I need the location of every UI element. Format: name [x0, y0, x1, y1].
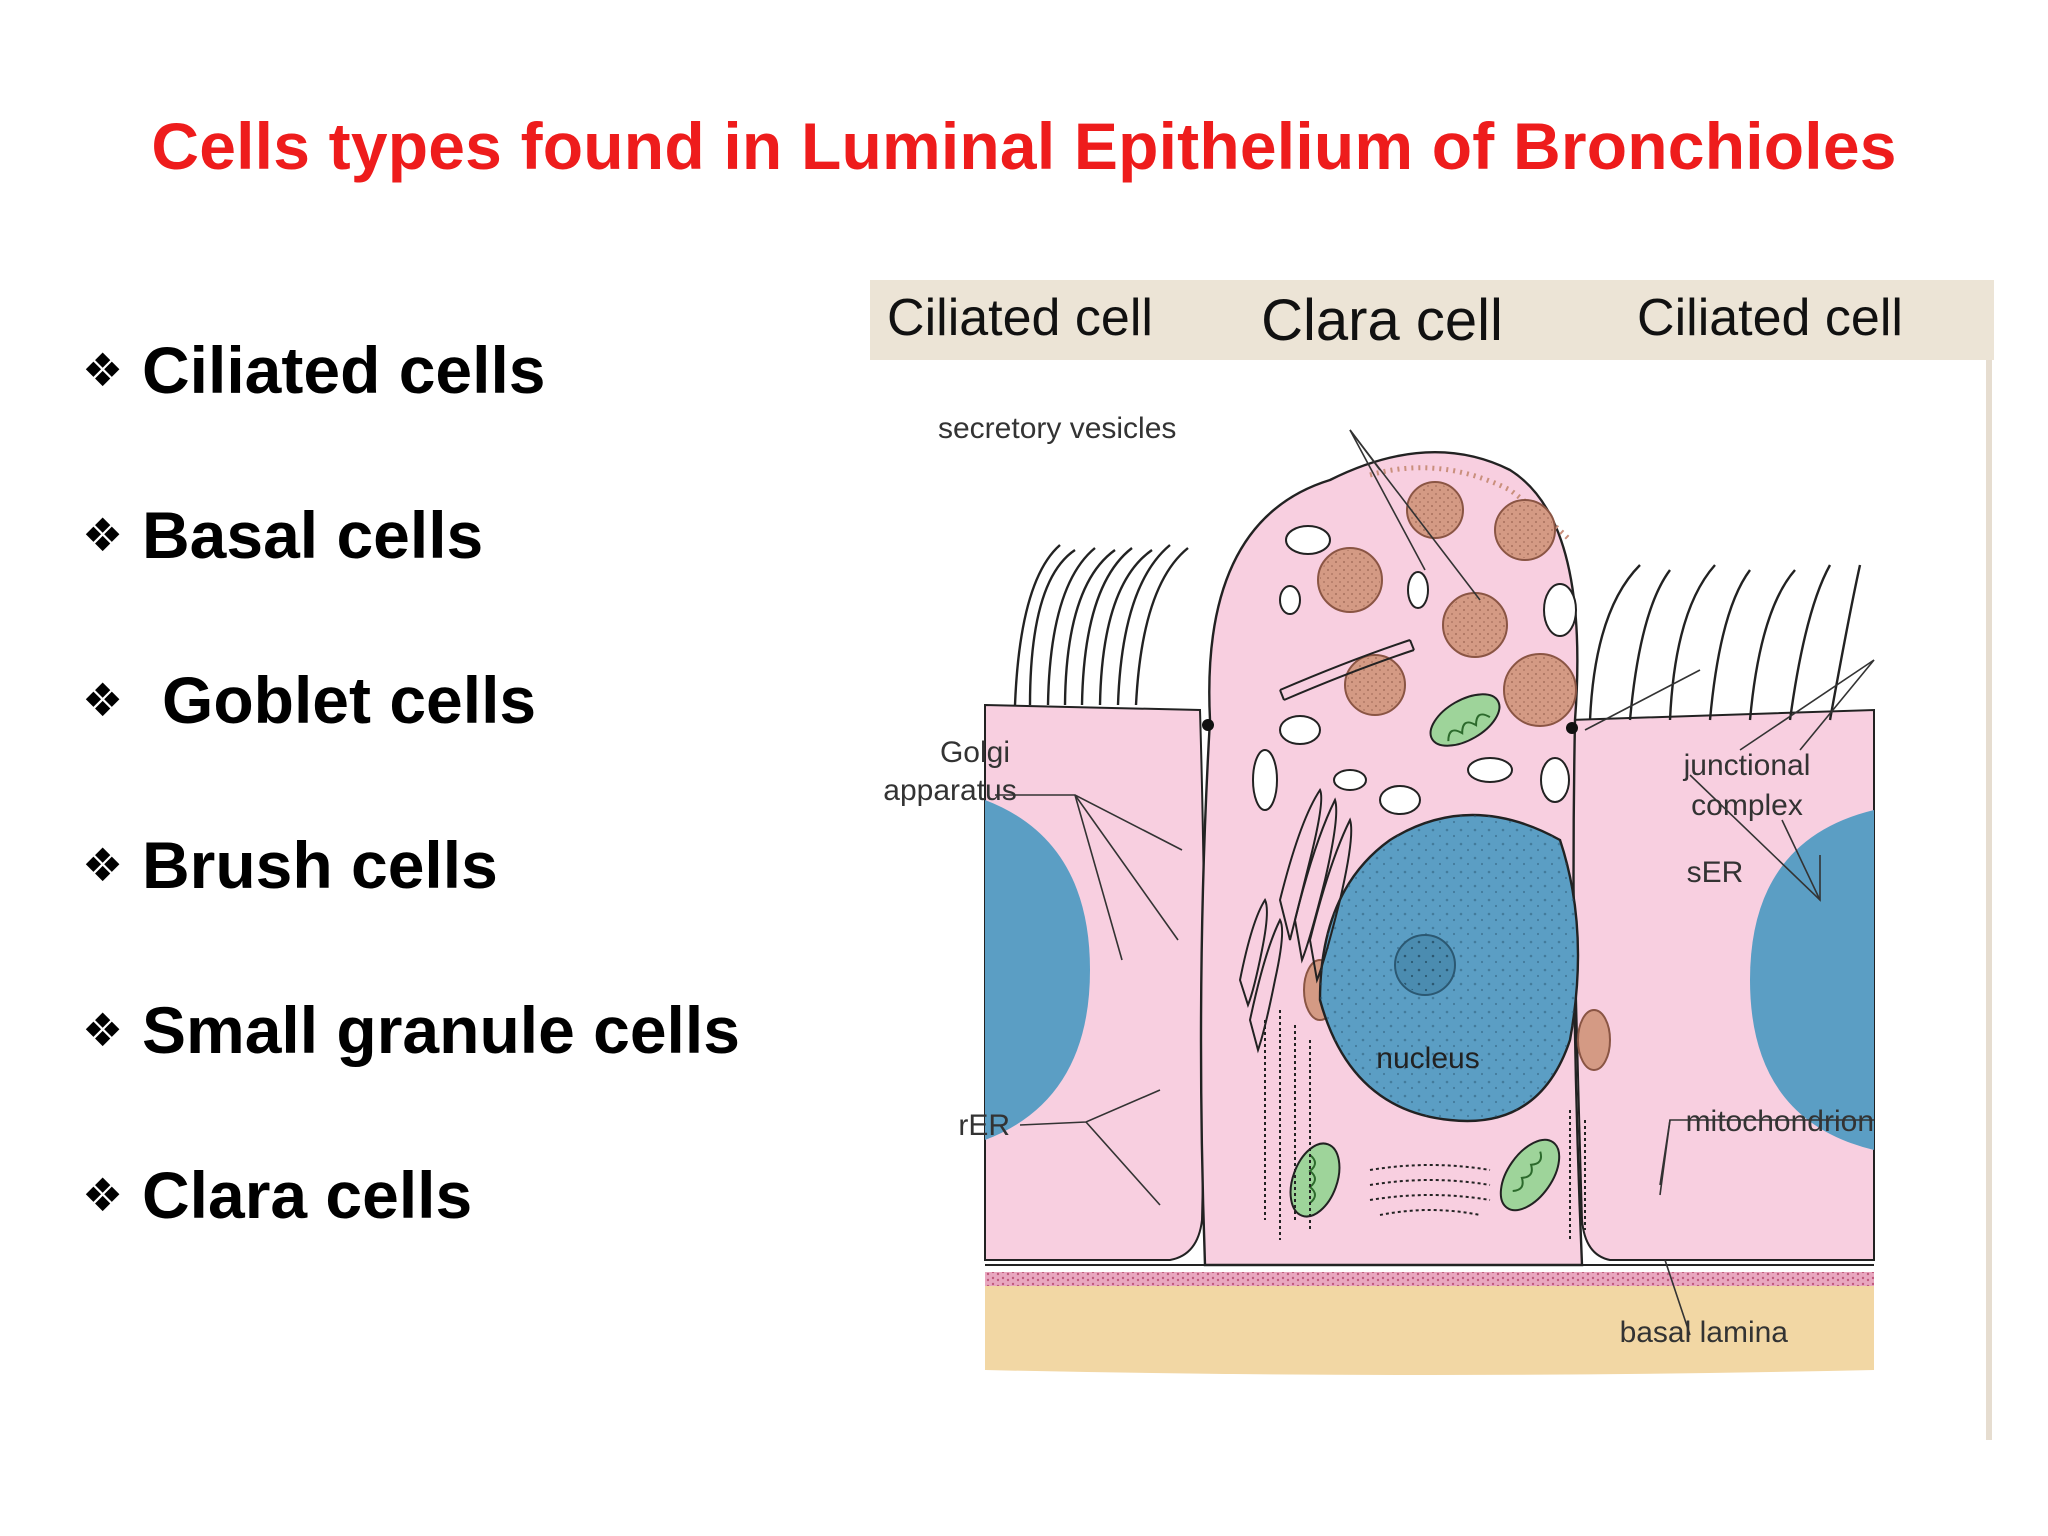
label-golgi-2: apparatus	[883, 774, 1016, 807]
cell-type-list: ❖ Ciliated cells ❖ Basal cells ❖ Goblet …	[82, 330, 740, 1320]
label-secretory-vesicles: secretory vesicles	[938, 412, 1176, 445]
slide-title: Cells types found in Luminal Epithelium …	[151, 109, 1897, 183]
cilia-right	[1588, 564, 1862, 721]
list-item-label: Goblet cells	[162, 663, 537, 737]
label-junctional-1: junctional	[1683, 749, 1811, 782]
diagram-canvas: Ciliated cell Clara cell Ciliated cell	[870, 280, 1994, 1440]
diamond-bullet-icon: ❖	[82, 839, 124, 891]
nucleolus-texture	[1397, 937, 1453, 993]
apical-microvilli	[1369, 465, 1572, 542]
list-item-label: Small granule cells	[142, 993, 740, 1067]
diamond-bullet-icon: ❖	[82, 1004, 124, 1056]
list-item-label: Clara cells	[142, 1158, 473, 1232]
leader-lines	[995, 429, 1875, 1336]
list-item: ❖ Clara cells	[82, 1155, 740, 1235]
label-rer: rER	[958, 1109, 1010, 1142]
header-band	[870, 280, 1994, 360]
nucleus-right	[1750, 810, 1874, 1150]
diamond-bullet-icon: ❖	[82, 1169, 124, 1221]
smooth-er	[1279, 639, 1415, 701]
label-golgi-1: Golgi	[940, 736, 1010, 769]
list-item: ❖ Small granule cells	[82, 990, 740, 1070]
list-item-label: Ciliated cells	[142, 333, 546, 407]
label-ser: sER	[1687, 856, 1744, 889]
label-nucleus: nucleus	[1376, 1042, 1479, 1075]
frame-right-edge	[1986, 360, 1992, 1440]
label-mitochondrion: mitochondrion	[1686, 1105, 1874, 1138]
list-item-label: Basal cells	[142, 498, 484, 572]
diamond-bullet-icon: ❖	[82, 509, 124, 561]
connective-tissue	[985, 1285, 1874, 1375]
list-item: ❖ Ciliated cells	[82, 330, 740, 410]
junction-left-dot	[1202, 719, 1214, 731]
junction-right-dot	[1566, 722, 1578, 734]
cilia-left	[1013, 544, 1189, 706]
header-clara: Clara cell	[1261, 288, 1503, 353]
header-ciliated-left: Ciliated cell	[887, 289, 1153, 347]
label-junctional-2: complex	[1691, 789, 1803, 822]
list-item: ❖ Basal cells	[82, 495, 740, 575]
diamond-bullet-icon: ❖	[82, 674, 124, 726]
label-basal-lamina: basal lamina	[1620, 1316, 1789, 1349]
list-item: ❖ Goblet cells	[82, 660, 740, 740]
header-ciliated-right: Ciliated cell	[1637, 289, 1903, 347]
mitochondria	[1289, 693, 1561, 1218]
bronchiole-epithelium-diagram: Ciliated cell Clara cell Ciliated cell	[870, 280, 2000, 1440]
empty-vesicles	[1252, 525, 1577, 815]
diamond-bullet-icon: ❖	[82, 344, 124, 396]
basal-lamina-band	[985, 1272, 1874, 1286]
rough-er	[1264, 1010, 1586, 1240]
list-item-label: Brush cells	[142, 828, 498, 902]
golgi-stacks	[1238, 788, 1353, 1054]
nucleus-left	[985, 800, 1090, 1140]
list-item: ❖ Brush cells	[82, 825, 740, 905]
